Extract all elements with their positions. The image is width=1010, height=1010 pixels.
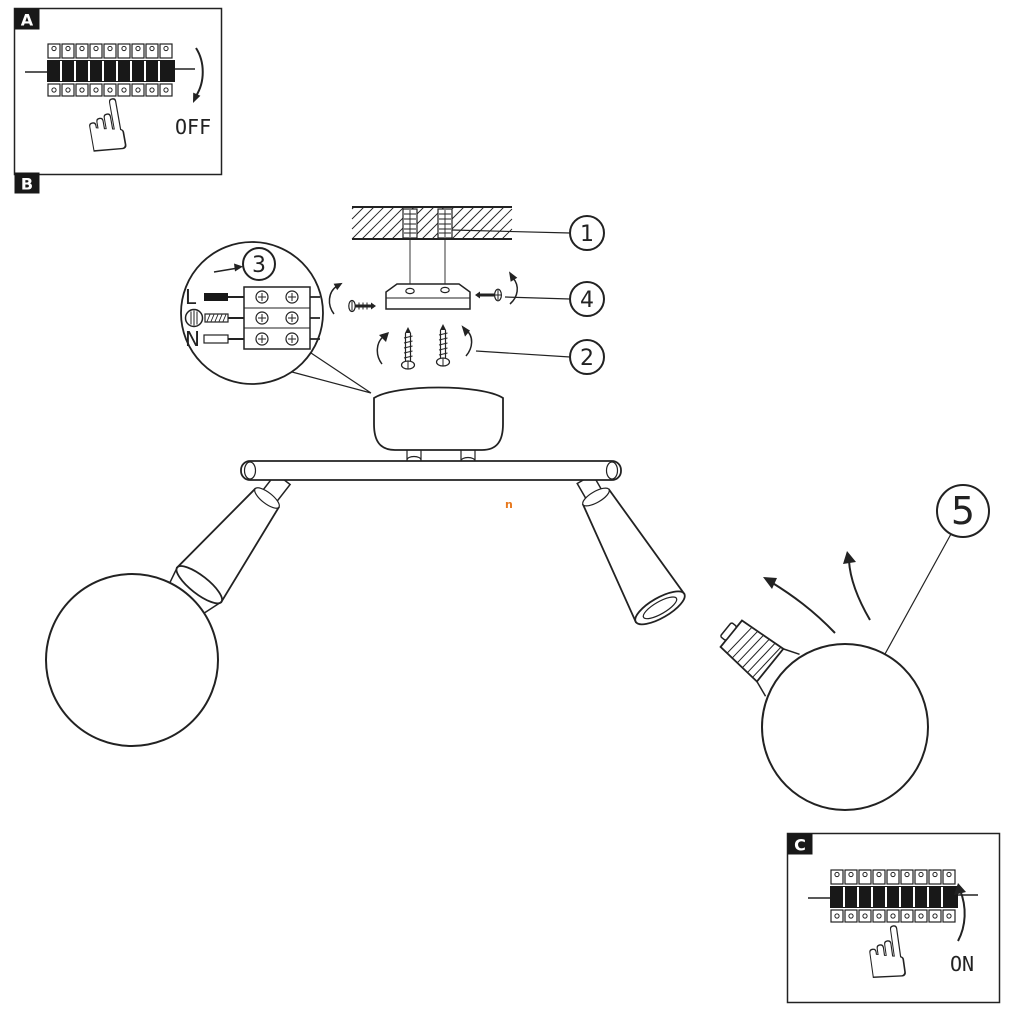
alignment-guides <box>409 239 446 292</box>
mounting-screw-left <box>400 327 416 370</box>
ceiling-section <box>351 206 513 292</box>
bracket-screw-right <box>475 288 503 302</box>
neutral-wire <box>203 334 244 344</box>
rotation-arrow-icon <box>328 282 343 315</box>
rotation-arrow-icon <box>763 577 836 634</box>
wall-plug-right <box>437 208 453 239</box>
mounting-bracket <box>385 283 471 310</box>
bracket-screw-left <box>348 299 376 313</box>
panel-a: A ☝ OFF <box>13 7 223 176</box>
mounting-screw-right <box>435 324 451 367</box>
wall-plug-left <box>402 208 418 239</box>
callout-4-number: 4 <box>580 288 594 313</box>
callout-5-number: 5 <box>951 489 975 533</box>
callout-2-number: 2 <box>580 346 594 371</box>
panel-c: C ☝ ON <box>786 832 1001 1004</box>
terminal-block <box>243 286 320 350</box>
callout-3: 3 <box>213 247 276 281</box>
off-label: OFF <box>175 115 211 139</box>
panel-b-tag: B <box>21 175 33 194</box>
bulb-left-neck <box>169 567 222 614</box>
stray-orange-mark: n <box>505 498 513 511</box>
callout-1: 1 <box>451 215 605 251</box>
live-wire <box>204 293 244 301</box>
live-label: L <box>185 285 197 309</box>
spot-head-left <box>175 487 281 605</box>
loose-bulb-assembly: 5 <box>719 484 990 811</box>
power-off-arrow-icon <box>193 47 204 103</box>
panel-b-tagbox <box>14 172 40 194</box>
on-label: ON <box>950 952 974 976</box>
panel-b: B <box>14 172 40 194</box>
rotation-arrow-icon <box>376 332 389 365</box>
bulb-screw-base <box>719 619 800 697</box>
earth-symbol-icon <box>184 308 204 328</box>
panel-a-tag: A <box>21 11 34 30</box>
callout-2: 2 <box>475 339 605 375</box>
callout-3-number: 3 <box>252 253 266 278</box>
canopy <box>373 386 504 466</box>
neutral-label: N <box>185 327 200 351</box>
callout-1-number: 1 <box>580 222 594 247</box>
spot-head-right <box>581 487 686 626</box>
wiring-detail-balloon: 3 L N <box>180 241 372 394</box>
fixture-bar <box>240 460 622 481</box>
rotation-arrow-icon <box>509 271 518 305</box>
power-on-arrow-icon <box>954 883 966 942</box>
panel-c-tagbox <box>787 833 813 855</box>
rotation-arrow-icon <box>461 325 473 357</box>
bulb-left <box>45 573 219 747</box>
rotation-arrow-icon <box>843 551 871 621</box>
earth-wire <box>204 313 244 323</box>
panel-c-tag: C <box>794 836 806 855</box>
callout-4: 4 <box>504 281 605 317</box>
bulb-loose <box>761 643 929 811</box>
panel-a-tagbox <box>14 8 40 30</box>
callout-5: 5 <box>884 484 990 655</box>
